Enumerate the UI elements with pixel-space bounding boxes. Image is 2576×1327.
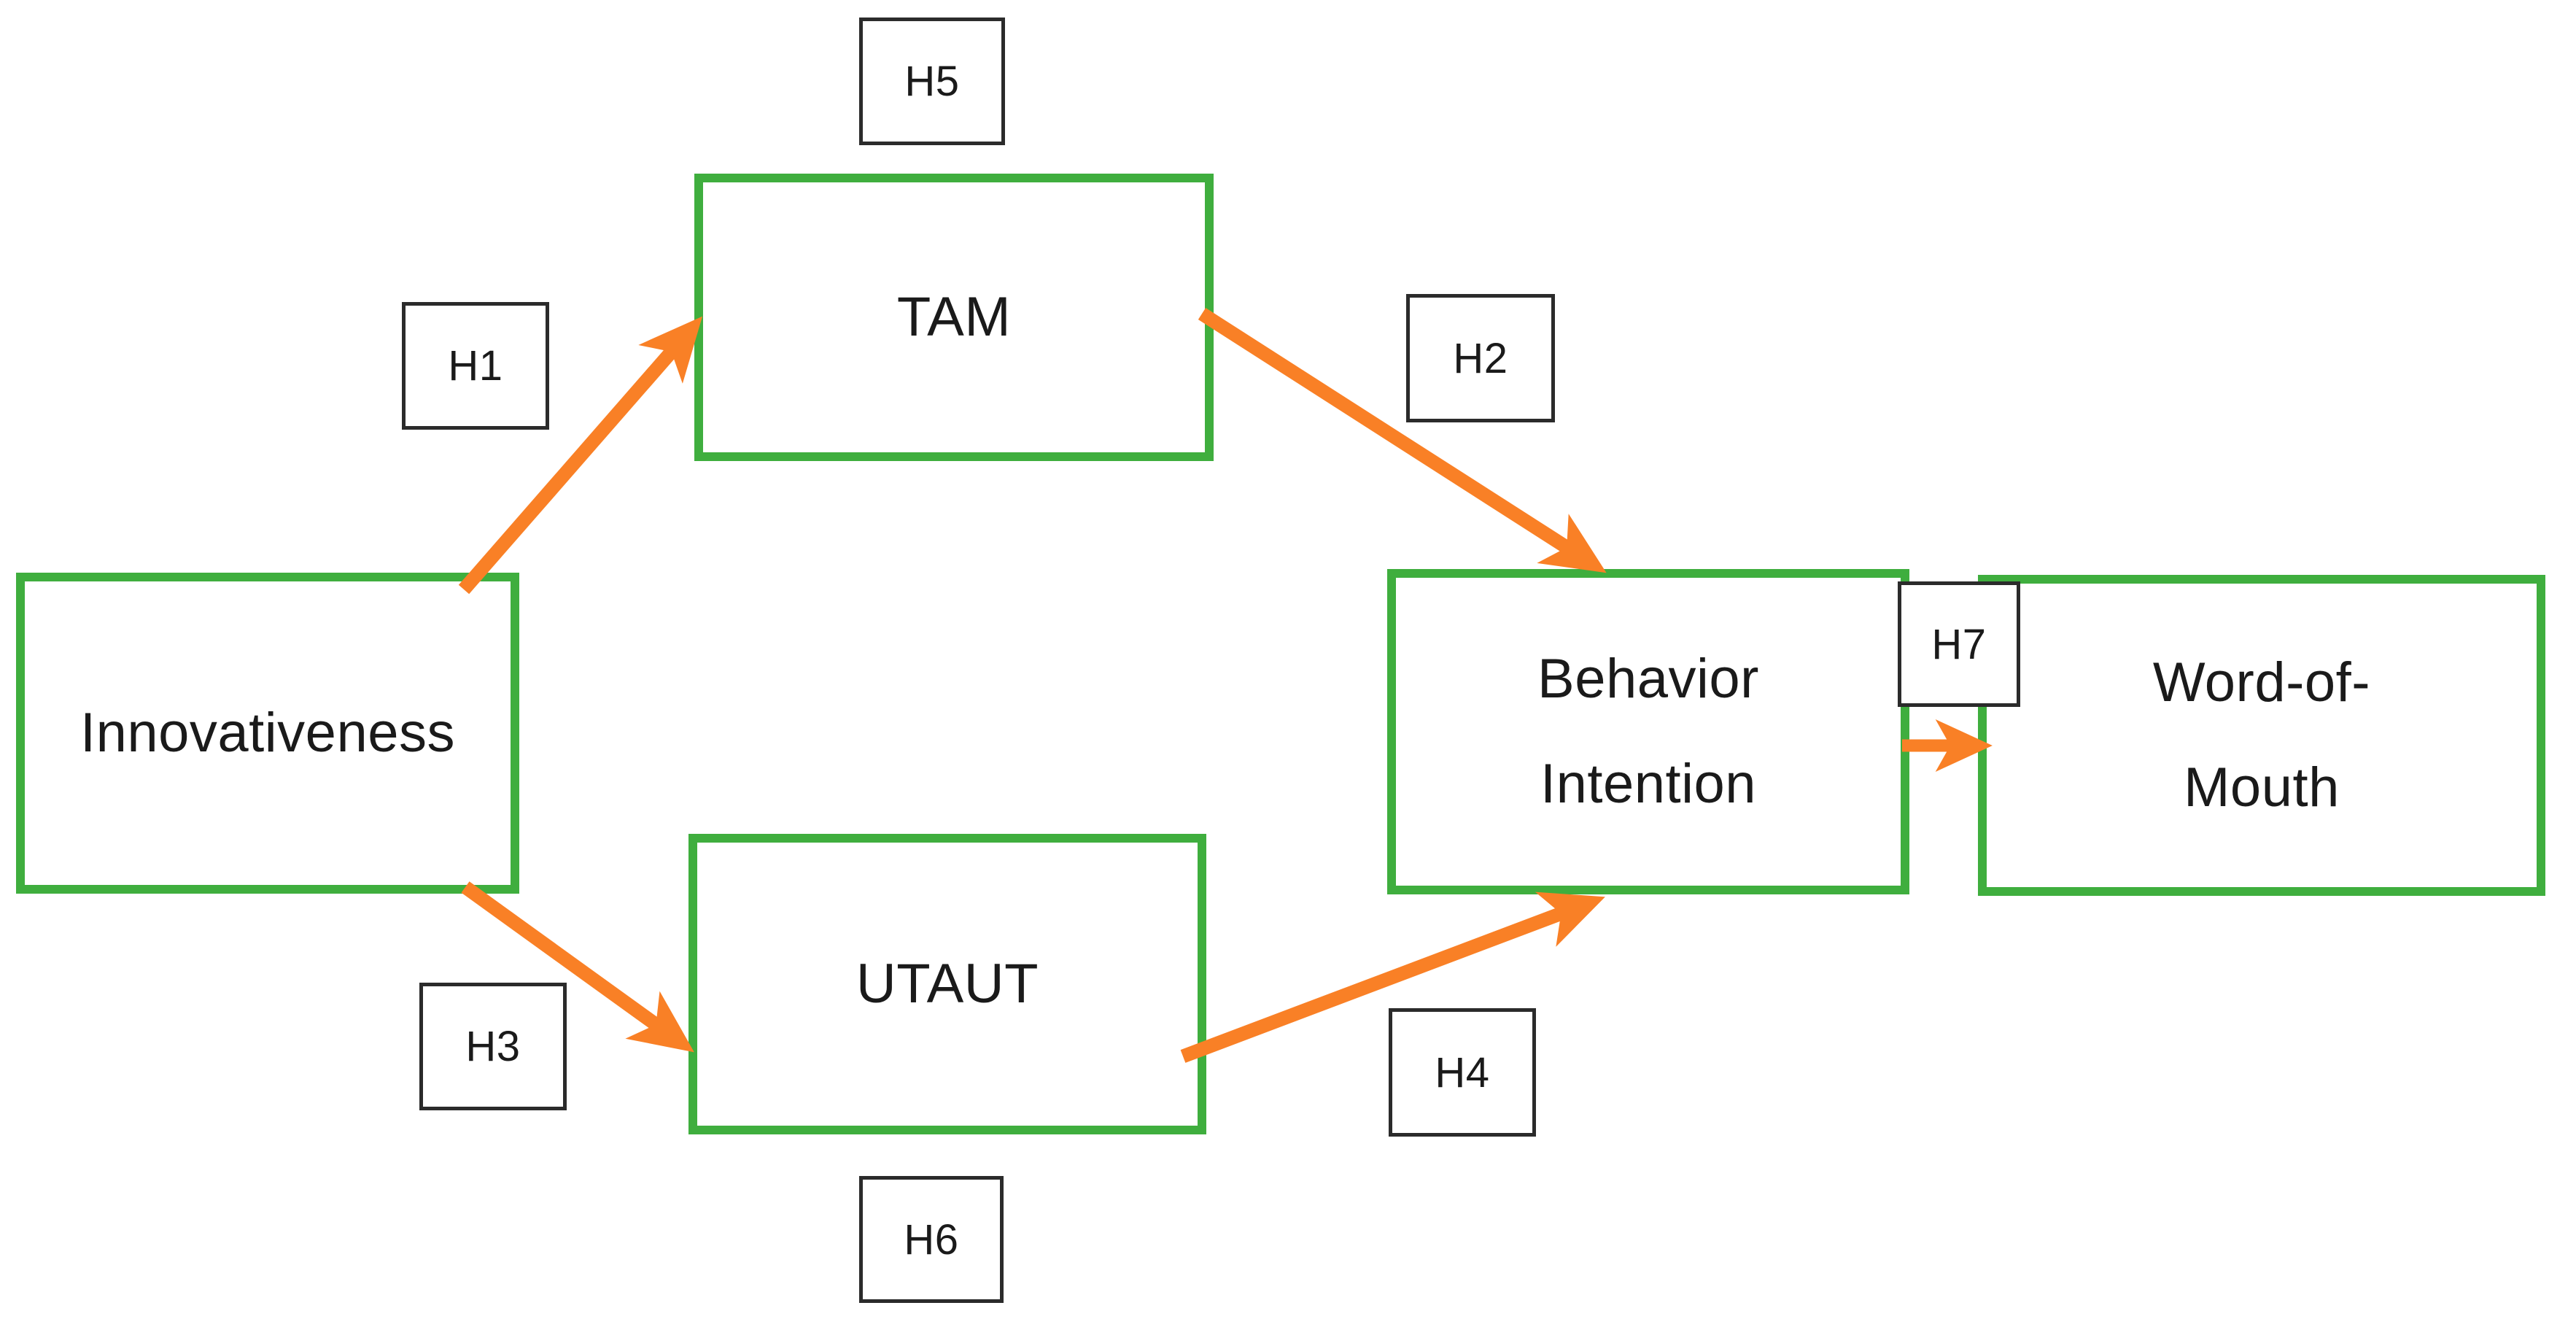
- construct-label-word-of-mouth: Word-of- Mouth: [2152, 651, 2371, 819]
- construct-box-behavior-intention[interactable]: Behavior Intention: [1387, 569, 1909, 894]
- construct-box-utaut[interactable]: UTAUT: [688, 834, 1206, 1134]
- construct-label-tam: TAM: [896, 285, 1012, 348]
- construct-label-behavior-intention: Behavior Intention: [1537, 647, 1759, 815]
- hypothesis-label-h4: H4: [1435, 1048, 1490, 1096]
- construct-label-utaut: UTAUT: [856, 952, 1039, 1015]
- hypothesis-box-h5[interactable]: H5: [859, 18, 1005, 145]
- construct-box-tam[interactable]: TAM: [694, 174, 1214, 461]
- hypothesis-box-h4[interactable]: H4: [1389, 1008, 1536, 1137]
- construct-box-innovativeness[interactable]: Innovativeness: [16, 573, 519, 894]
- hypothesis-box-h7[interactable]: H7: [1898, 581, 2020, 707]
- hypothesis-box-h1[interactable]: H1: [402, 302, 549, 430]
- hypothesis-label-h7: H7: [1931, 620, 1987, 668]
- hypothesis-box-h2[interactable]: H2: [1406, 294, 1555, 422]
- construct-label-innovativeness: Innovativeness: [80, 701, 455, 764]
- hypothesis-box-h3[interactable]: H3: [419, 983, 567, 1110]
- hypothesis-box-h6[interactable]: H6: [859, 1176, 1004, 1303]
- hypothesis-label-h1: H1: [448, 342, 503, 390]
- hypothesis-label-h2: H2: [1453, 334, 1508, 382]
- hypothesis-label-h6: H6: [904, 1215, 959, 1264]
- hypothesis-label-h5: H5: [904, 58, 960, 105]
- hypothesis-label-h3: H3: [465, 1023, 521, 1070]
- construct-box-word-of-mouth[interactable]: Word-of- Mouth: [1978, 575, 2545, 896]
